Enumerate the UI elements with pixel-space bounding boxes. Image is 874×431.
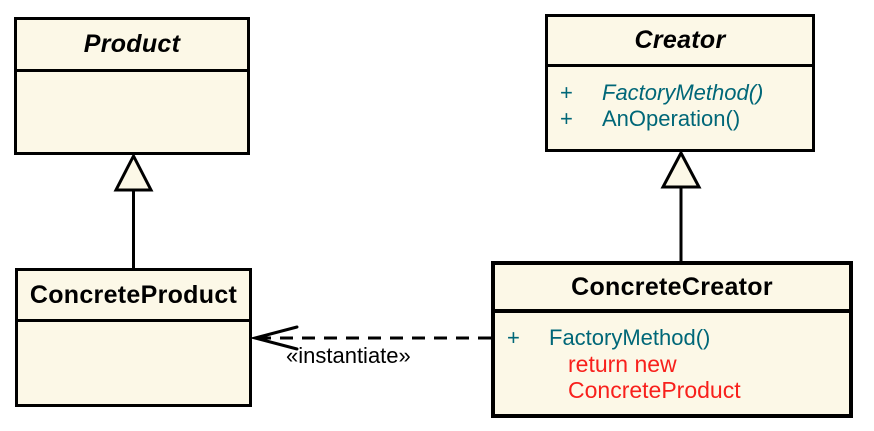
method-name: FactoryMethod() (602, 80, 764, 105)
class-product-body (17, 72, 247, 152)
method-factorymethod: + FactoryMethod() (507, 325, 849, 351)
method-factorymethod: + FactoryMethod() (560, 80, 812, 106)
instantiate-label: «instantiate» (286, 343, 411, 368)
class-concretecreator-body: + FactoryMethod() return new ConcretePro… (495, 313, 849, 414)
hollow-triangle-arrowhead (113, 152, 154, 192)
class-creator-title: Creator (548, 17, 812, 67)
class-product[interactable]: Product (14, 17, 250, 155)
class-creator-body: + FactoryMethod() + AnOperation() (548, 67, 812, 149)
visibility-public: + (507, 325, 520, 350)
class-concreteproduct[interactable]: ConcreteProduct (15, 268, 252, 407)
class-concreteproduct-body (18, 322, 249, 404)
visibility-public: + (560, 106, 573, 131)
visibility-public: + (560, 80, 573, 105)
code-note-line: ConcreteProduct (568, 377, 741, 403)
class-concreteproduct-title: ConcreteProduct (18, 271, 249, 322)
class-concretecreator[interactable]: ConcreteCreator + FactoryMethod() return… (491, 261, 853, 418)
method-name: AnOperation() (602, 106, 741, 131)
class-concretecreator-title: ConcreteCreator (495, 265, 849, 313)
code-note-line: return new (568, 351, 677, 377)
hollow-triangle-arrowhead (660, 149, 702, 189)
class-product-title: Product (17, 20, 247, 72)
class-creator[interactable]: Creator + FactoryMethod() + AnOperation(… (545, 14, 815, 152)
inheritance-edge-concreteproduct-to-product (113, 152, 154, 268)
method-anoperation: + AnOperation() (560, 106, 812, 132)
inheritance-edge-concretecreator-to-creator (660, 149, 702, 261)
method-name: FactoryMethod() (549, 325, 711, 350)
